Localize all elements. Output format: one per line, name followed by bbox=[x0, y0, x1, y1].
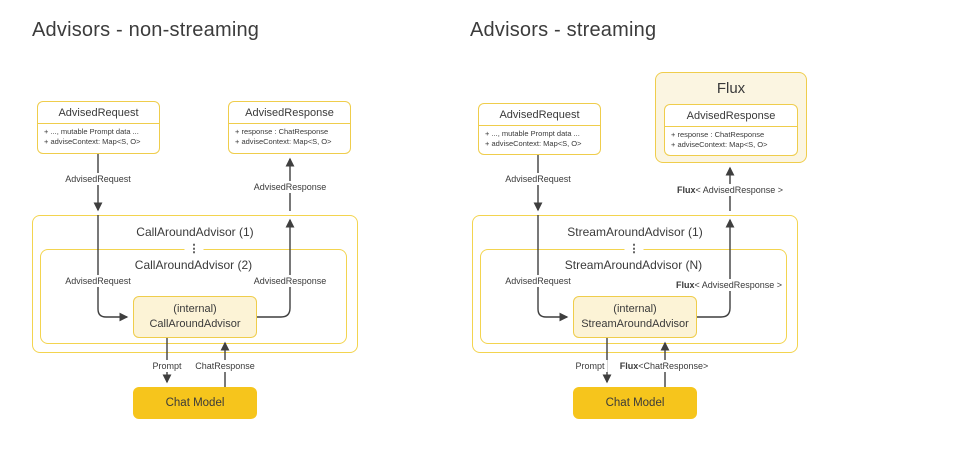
right-label-advised-request-top: AdvisedRequest bbox=[502, 173, 574, 185]
right-label-advised-request-mid: AdvisedRequest bbox=[502, 275, 574, 287]
left-label-advised-request-top: AdvisedRequest bbox=[62, 173, 134, 185]
flux-rest: < AdvisedResponse > bbox=[695, 185, 784, 195]
attr-line: + adviseContext: Map<S, O> bbox=[44, 137, 141, 146]
right-outer-advisor-box: StreamAroundAdvisor (1) bbox=[472, 215, 798, 353]
left-ellipsis-dots: ⋮ bbox=[184, 244, 204, 255]
right-flux-title: Flux bbox=[716, 80, 746, 97]
right-chat-model-box: Chat Model bbox=[573, 387, 697, 419]
left-advised-request-attrs: + ..., mutable Prompt data ... + adviseC… bbox=[38, 124, 159, 147]
left-label-advised-response-mid: AdvisedResponse bbox=[250, 275, 330, 287]
right-label-flux-advised-response-top: Flux< AdvisedResponse > bbox=[673, 184, 787, 196]
attr-line: + ..., mutable Prompt data ... bbox=[44, 127, 139, 136]
flux-bold: Flux bbox=[619, 361, 639, 371]
attr-line: + response : ChatResponse bbox=[671, 130, 765, 139]
left-advised-response-box: AdvisedResponse + response : ChatRespons… bbox=[228, 101, 351, 154]
left-advised-request-header: AdvisedRequest bbox=[38, 102, 159, 124]
left-advised-request-box: AdvisedRequest + ..., mutable Prompt dat… bbox=[37, 101, 160, 154]
left-label-advised-response-top: AdvisedResponse bbox=[250, 181, 330, 193]
left-inner-advisor-label: CallAroundAdvisor (2) bbox=[134, 258, 253, 272]
attr-line: + adviseContext: Map<S, O> bbox=[485, 139, 582, 148]
left-outer-advisor-box: CallAroundAdvisor (1) bbox=[32, 215, 358, 353]
right-advised-request-box: AdvisedRequest + ..., mutable Prompt dat… bbox=[478, 103, 601, 155]
left-advised-response-header: AdvisedResponse bbox=[229, 102, 350, 124]
left-label-advised-request-mid: AdvisedRequest bbox=[62, 275, 134, 287]
right-label-flux-advised-response-mid: Flux< AdvisedResponse > bbox=[672, 279, 786, 291]
right-internal-advisor-box: (internal) StreamAroundAdvisor bbox=[573, 296, 697, 338]
right-diagram-title: Advisors - streaming bbox=[470, 19, 657, 41]
left-advised-response-attrs: + response : ChatResponse + adviseContex… bbox=[229, 124, 350, 147]
right-internal-line1: (internal) bbox=[613, 303, 657, 315]
right-label-flux-chat-response: Flux<ChatResponse> bbox=[616, 360, 712, 372]
right-advised-response-box: AdvisedResponse + response : ChatRespons… bbox=[664, 104, 798, 156]
flux-bold: Flux bbox=[675, 280, 695, 290]
right-advised-request-header: AdvisedRequest bbox=[479, 104, 600, 126]
left-chat-model-box: Chat Model bbox=[133, 387, 257, 419]
right-flux-wrapper-box: Flux AdvisedResponse + response : ChatRe… bbox=[655, 72, 807, 163]
left-outer-advisor-label: CallAroundAdvisor (1) bbox=[136, 225, 254, 239]
right-inner-advisor-label: StreamAroundAdvisor (N) bbox=[564, 258, 703, 272]
attr-line: + ..., mutable Prompt data ... bbox=[485, 129, 580, 138]
left-diagram-title: Advisors - non-streaming bbox=[32, 19, 260, 41]
right-advised-response-header: AdvisedResponse bbox=[665, 105, 797, 127]
left-internal-advisor-box: (internal) CallAroundAdvisor bbox=[133, 296, 257, 338]
attr-line: + adviseContext: Map<S, O> bbox=[671, 140, 768, 149]
attr-line: + adviseContext: Map<S, O> bbox=[235, 137, 332, 146]
left-label-chat-response: ChatResponse bbox=[192, 360, 258, 372]
flux-rest: <ChatResponse> bbox=[638, 361, 709, 371]
left-internal-line2: CallAroundAdvisor bbox=[149, 318, 241, 330]
right-internal-line2: StreamAroundAdvisor bbox=[581, 318, 689, 330]
left-label-prompt: Prompt bbox=[149, 360, 185, 372]
right-label-prompt: Prompt bbox=[572, 360, 608, 372]
right-outer-advisor-label: StreamAroundAdvisor (1) bbox=[567, 225, 703, 239]
right-advised-request-attrs: + ..., mutable Prompt data ... + adviseC… bbox=[479, 126, 600, 149]
flux-bold: Flux bbox=[676, 185, 696, 195]
attr-line: + response : ChatResponse bbox=[235, 127, 329, 136]
left-internal-line1: (internal) bbox=[173, 303, 217, 315]
flux-rest: < AdvisedResponse > bbox=[694, 280, 783, 290]
right-ellipsis-dots: ⋮ bbox=[624, 244, 644, 255]
right-advised-response-attrs: + response : ChatResponse + adviseContex… bbox=[665, 127, 797, 150]
